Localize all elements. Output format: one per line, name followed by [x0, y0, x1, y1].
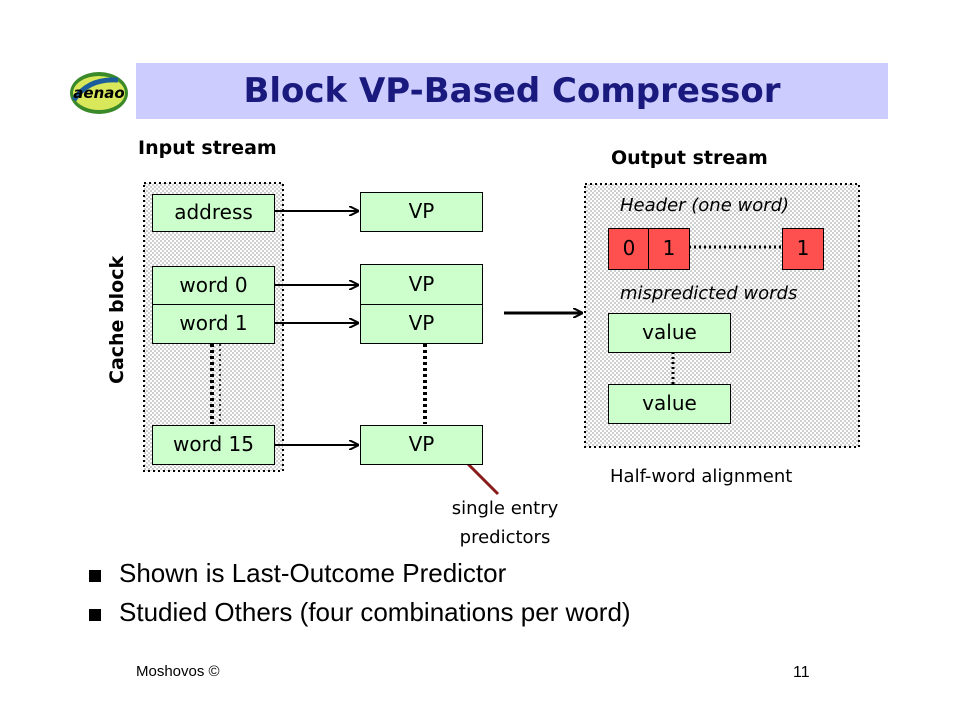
vp-box-word1: VP — [360, 304, 483, 344]
footer-author: Moshovos © — [136, 663, 220, 680]
output-stream-label: Output stream — [611, 147, 768, 169]
vp-box-word15: VP — [360, 425, 483, 465]
vp-box-word0: VP — [360, 264, 483, 306]
title-bar — [136, 63, 888, 119]
address-box: address — [152, 194, 275, 232]
single-entry-label-line2: predictors — [459, 527, 551, 548]
word-1-box: word 1 — [152, 304, 275, 344]
single-entry-label-line1: single entry — [451, 498, 559, 519]
value-box-1: value — [608, 313, 731, 353]
bullet-marker-2 — [89, 609, 101, 621]
header-bit-1: 1 — [648, 228, 690, 270]
half-word-label: Half-word alignment — [610, 466, 793, 487]
bullet-text-2: Studied Others (four combinations per wo… — [119, 597, 631, 627]
mispredicted-label: mispredicted words — [620, 283, 798, 304]
vp-box-address: VP — [360, 192, 483, 232]
page-number: 11 — [793, 664, 810, 681]
header-bit-last: 1 — [782, 228, 824, 270]
input-stream-label: Input stream — [138, 137, 277, 159]
header-label: Header (one word) — [620, 195, 790, 216]
slide-title: Block VP-Based Compressor — [243, 71, 781, 111]
bullet-marker-1 — [89, 570, 101, 582]
bullet-text-1: Shown is Last-Outcome Predictor — [119, 558, 507, 588]
aenao-logo: aenao — [68, 70, 130, 116]
word-0-box: word 0 — [152, 266, 275, 306]
svg-text:aenao: aenao — [73, 84, 124, 102]
header-bit-0: 0 — [608, 228, 650, 270]
word-15-box: word 15 — [152, 425, 275, 465]
value-box-2: value — [608, 384, 731, 424]
